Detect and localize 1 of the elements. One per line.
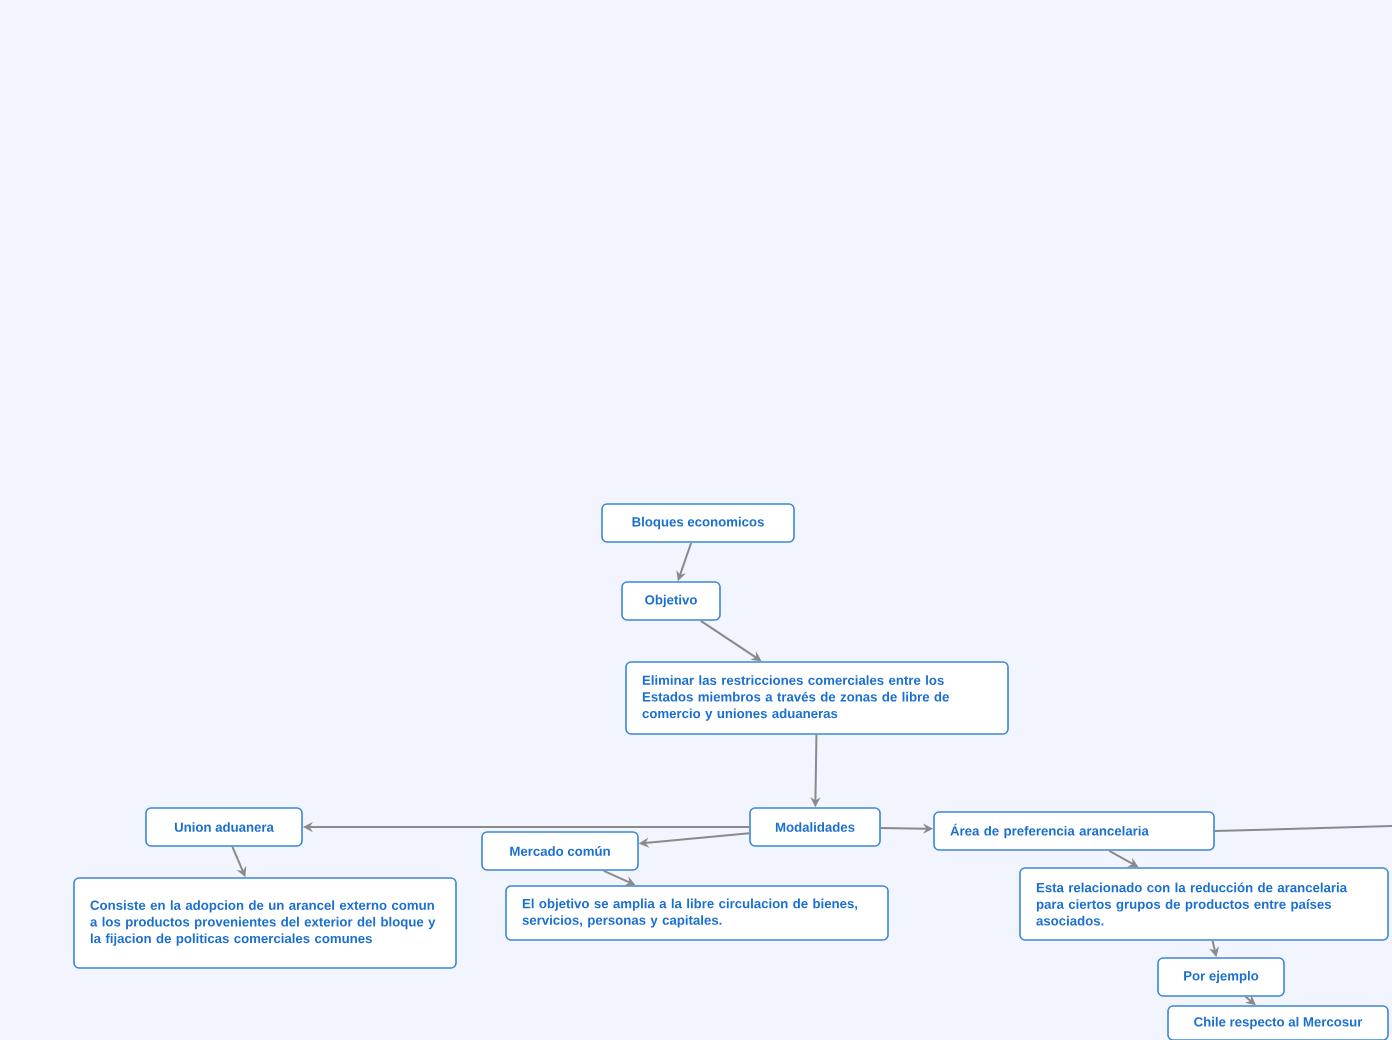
connector-line <box>1213 825 1392 832</box>
